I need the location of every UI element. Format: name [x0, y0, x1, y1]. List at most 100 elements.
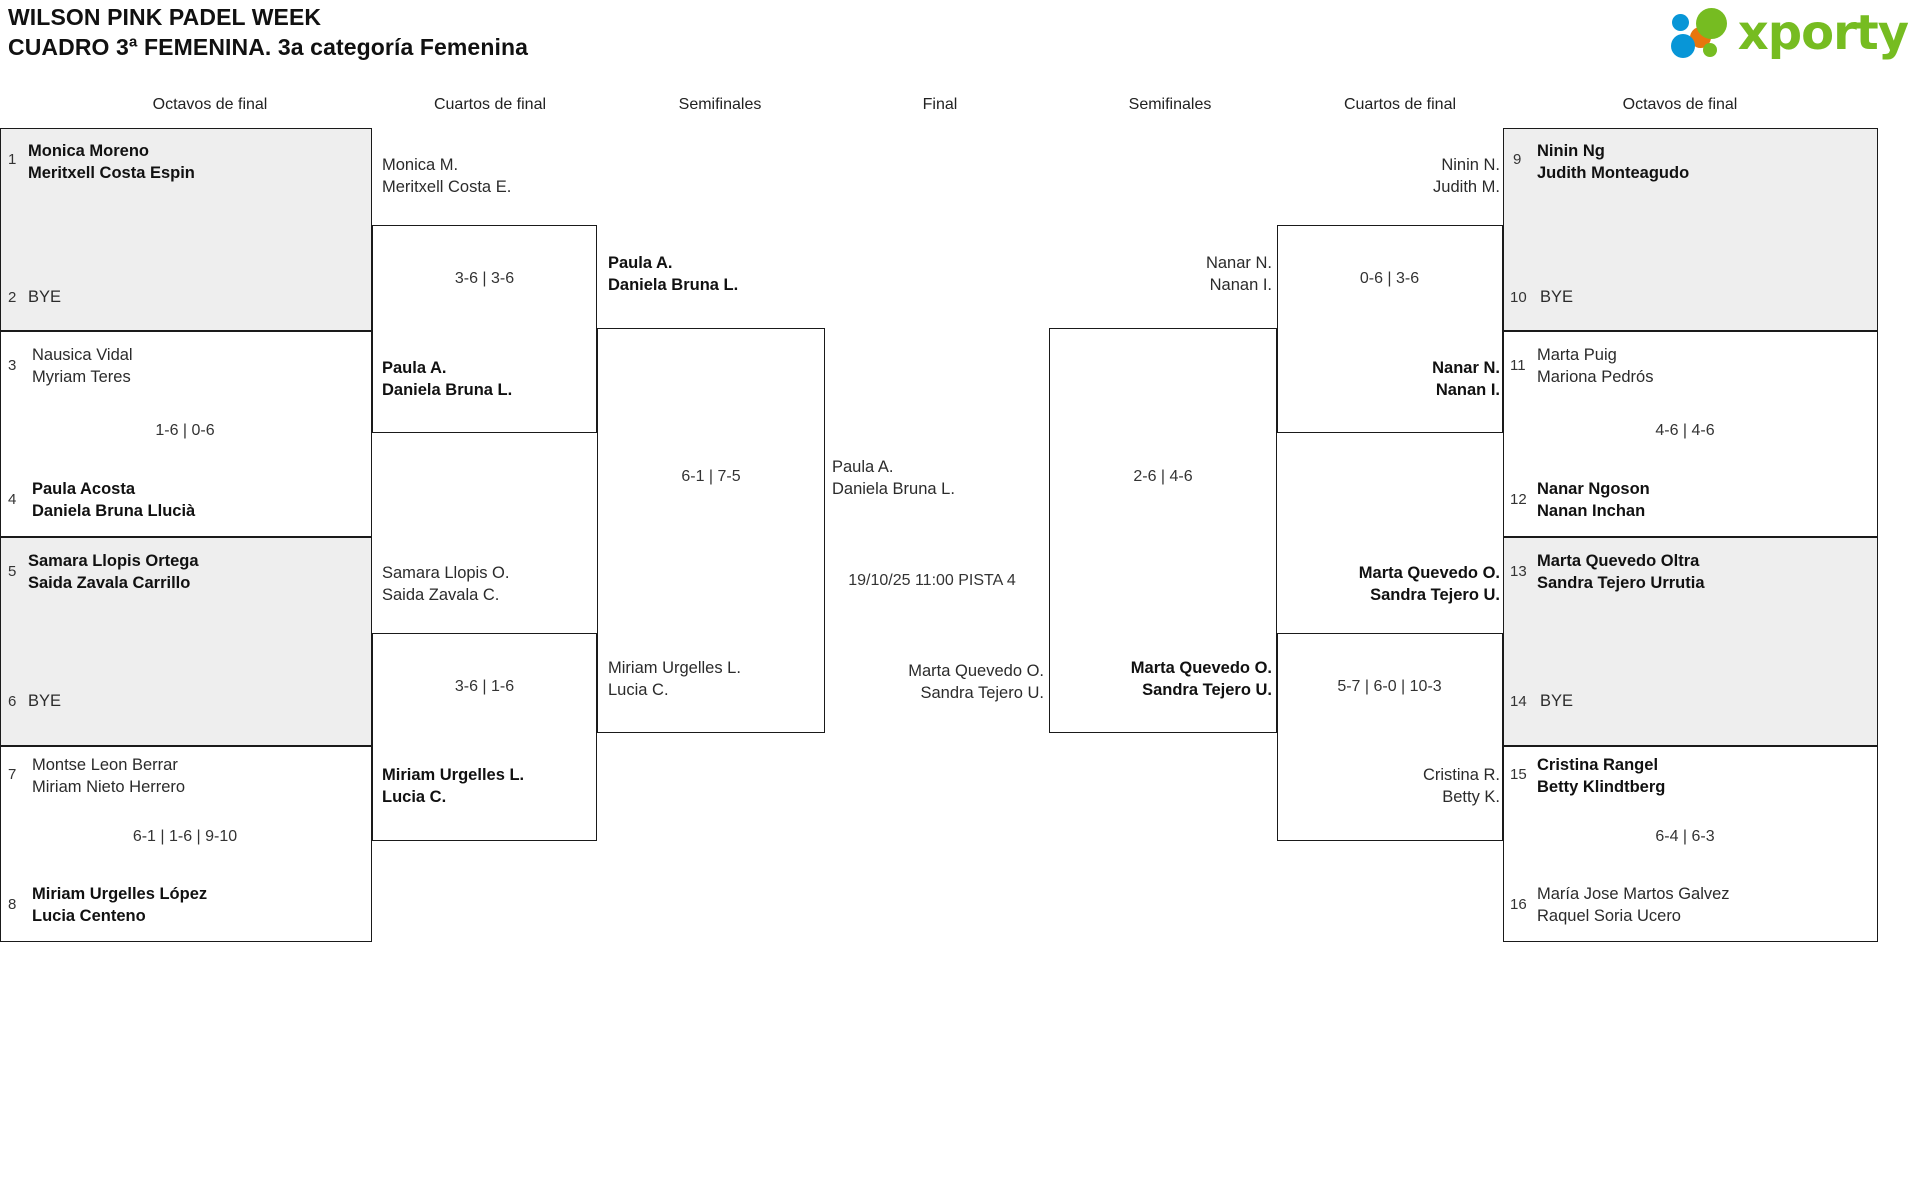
player-right-sf2b: Sandra Tejero U.: [1142, 681, 1272, 699]
player-left-sf2b: Lucia C.: [608, 681, 669, 699]
seed-5: 5: [8, 563, 17, 580]
player-right-qf1b: Judith M.: [1433, 178, 1500, 196]
player-left-1a: Monica Moreno: [28, 142, 150, 160]
player-left-8a: Miriam Urgelles López: [32, 885, 208, 903]
logo-dots-icon: [1670, 8, 1732, 58]
seed-6: 6: [8, 693, 17, 710]
seed-15: 15: [1510, 766, 1527, 783]
round-label-left-r16: Octavos de final: [152, 96, 268, 113]
player-right-15b: Betty Klindtberg: [1537, 778, 1666, 796]
page-header: WILSON PINK PADEL WEEK CUADRO 3ª FEMENIN…: [0, 0, 1920, 72]
connector-left-qf-1: [372, 225, 597, 433]
player-left-qf2b: Daniela Bruna L.: [382, 381, 513, 399]
seed-16: 16: [1510, 896, 1527, 913]
player-left-1b: Meritxell Costa Espin: [28, 164, 195, 182]
match-block-right-2[interactable]: [1503, 331, 1878, 537]
match-block-left-1[interactable]: [0, 128, 372, 331]
round-label-right-qf: Cuartos de final: [1343, 96, 1457, 113]
score-right-r16-2: 4-6 | 4-6: [1655, 422, 1715, 439]
seed-10: 10: [1510, 289, 1527, 306]
seed-2: 2: [8, 289, 17, 306]
connector-right-qf-2: [1277, 633, 1503, 841]
player-left-2a: BYE: [28, 288, 62, 306]
logo-dot-blue-small: [1671, 14, 1689, 31]
score-right-sf: 2-6 | 4-6: [1133, 468, 1193, 485]
connector-left-sf: [597, 328, 825, 733]
seed-4: 4: [8, 491, 17, 508]
seed-1: 1: [8, 151, 17, 168]
score-left-sf: 6-1 | 7-5: [681, 468, 741, 485]
player-right-qf1a: Ninin N.: [1441, 156, 1500, 174]
seed-8: 8: [8, 896, 17, 913]
connector-right-sf: [1049, 328, 1277, 733]
player-left-4b: Daniela Bruna Llucià: [32, 502, 196, 520]
player-left-sf1a: Paula A.: [608, 254, 673, 272]
player-right-13b: Sandra Tejero Urrutia: [1537, 574, 1705, 592]
connector-left-qf-2: [372, 633, 597, 841]
seed-11: 11: [1510, 357, 1526, 374]
round-label-right-sf: Semifinales: [1128, 96, 1212, 113]
player-final-top-b: Daniela Bruna L.: [832, 480, 955, 498]
player-left-qf4a: Miriam Urgelles L.: [382, 766, 525, 784]
player-left-qf3b: Saida Zavala C.: [382, 586, 500, 604]
logo-dot-green-large: [1695, 8, 1727, 39]
match-block-left-3[interactable]: [0, 537, 372, 746]
round-label-final: Final: [922, 96, 958, 113]
player-left-qf2a: Paula A.: [382, 359, 447, 377]
score-left-qf-1: 3-6 | 3-6: [454, 270, 515, 287]
score-right-qf-1: 0-6 | 3-6: [1359, 270, 1420, 287]
player-right-14a: BYE: [1540, 692, 1574, 710]
player-left-3b: Myriam Teres: [32, 368, 131, 386]
match-block-left-2[interactable]: [0, 331, 372, 537]
xporty-logo[interactable]: xporty: [1670, 6, 1909, 60]
player-right-qf4b: Betty K.: [1442, 788, 1500, 806]
player-right-11a: Marta Puig: [1537, 346, 1617, 364]
seed-7: 7: [8, 766, 17, 783]
player-right-qf4a: Cristina R.: [1422, 766, 1500, 784]
connector-right-qf-1: [1277, 225, 1503, 433]
seed-14: 14: [1510, 693, 1527, 710]
player-left-7a: Montse Leon Berrar: [32, 756, 178, 774]
final-datetime: 19/10/25 11:00 PISTA 4: [848, 572, 1016, 589]
player-left-8b: Lucia Centeno: [32, 907, 146, 925]
player-final-bottom-a: Marta Quevedo O.: [908, 662, 1044, 680]
seed-9: 9: [1513, 151, 1522, 168]
score-left-qf-2: 3-6 | 1-6: [454, 678, 515, 695]
round-label-left-sf: Semifinales: [678, 96, 762, 113]
player-right-15a: Cristina Rangel: [1537, 756, 1659, 774]
player-right-12b: Nanan Inchan: [1537, 502, 1646, 520]
player-left-sf2a: Miriam Urgelles L.: [608, 659, 741, 677]
match-block-right-4[interactable]: [1503, 746, 1878, 942]
player-right-sf1a: Nanar N.: [1205, 254, 1272, 272]
player-left-7b: Miriam Nieto Herrero: [32, 778, 186, 796]
player-left-4a: Paula Acosta: [32, 480, 136, 498]
tournament-title: WILSON PINK PADEL WEEK: [8, 4, 322, 30]
match-block-left-4[interactable]: [0, 746, 372, 942]
player-right-qf3a: Marta Quevedo O.: [1358, 564, 1500, 582]
round-label-left-qf: Cuartos de final: [433, 96, 547, 113]
player-right-sf1b: Nanan I.: [1209, 276, 1272, 294]
player-right-9a: Ninin Ng: [1537, 142, 1605, 160]
score-right-r16-4: 6-4 | 6-3: [1655, 828, 1715, 845]
player-right-qf2b: Nanan I.: [1435, 381, 1500, 399]
player-left-sf1b: Daniela Bruna L.: [608, 276, 739, 294]
score-left-r16-2: 1-6 | 0-6: [155, 422, 215, 439]
player-right-qf2a: Nanar N.: [1432, 359, 1500, 377]
round-label-right-r16: Octavos de final: [1622, 96, 1738, 113]
player-left-qf4b: Lucia C.: [382, 788, 447, 806]
player-left-3a: Nausica Vidal: [32, 346, 133, 364]
player-right-sf2a: Marta Quevedo O.: [1130, 659, 1272, 677]
player-right-9b: Judith Monteagudo: [1537, 164, 1690, 182]
match-block-right-3[interactable]: [1503, 537, 1878, 746]
logo-dot-blue-large: [1670, 34, 1695, 58]
player-right-10a: BYE: [1540, 288, 1574, 306]
title-block: WILSON PINK PADEL WEEK CUADRO 3ª FEMENIN…: [8, 2, 528, 62]
player-right-11b: Mariona Pedrós: [1537, 368, 1654, 386]
player-left-5a: Samara Llopis Ortega: [28, 552, 199, 570]
score-left-r16-4: 6-1 | 1-6 | 9-10: [132, 828, 238, 845]
player-right-qf3b: Sandra Tejero U.: [1370, 586, 1500, 604]
player-final-bottom-b: Sandra Tejero U.: [920, 684, 1044, 702]
match-block-right-1[interactable]: [1503, 128, 1878, 331]
draw-subtitle: CUADRO 3ª FEMENINA. 3a categoría Femenin…: [8, 34, 529, 60]
seed-3: 3: [8, 357, 17, 374]
